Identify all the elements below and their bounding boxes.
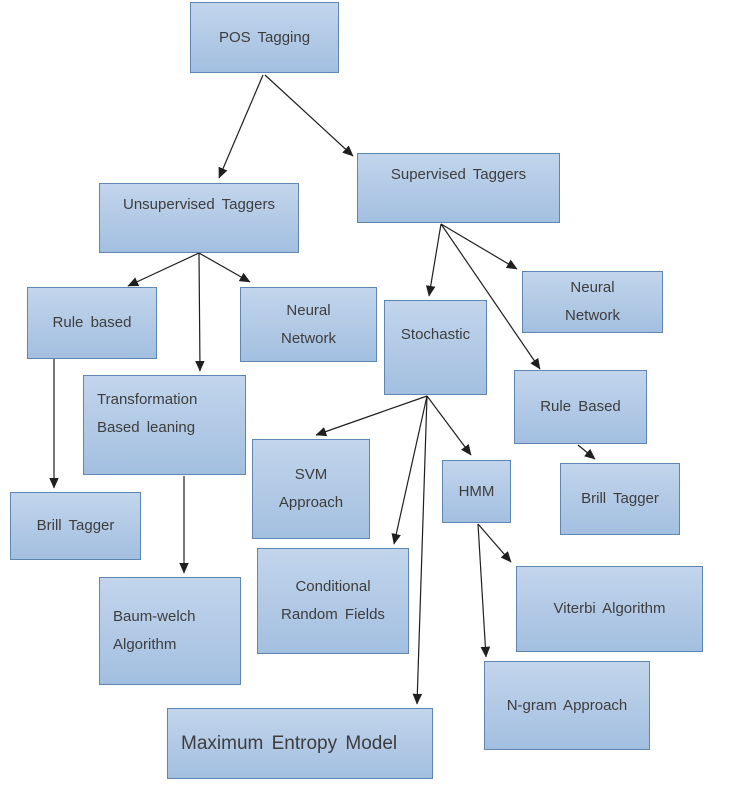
node-hmm: HMM: [442, 460, 511, 523]
node-rule-based-right: Rule Based: [514, 370, 647, 444]
node-maximum-entropy-model: Maximum Entropy Model: [167, 708, 433, 779]
node-supervised-taggers: Supervised Taggers: [357, 153, 560, 223]
node-pos-tagging: POS Tagging: [190, 2, 339, 73]
edge-pos-tagging-to-supervised-taggers: [264, 74, 354, 157]
node-label: N-gram Approach: [506, 696, 628, 714]
node-label: Rule based: [52, 314, 132, 332]
edge-pos-tagging-to-unsupervised-taggers: [218, 74, 264, 179]
node-label: Brill Tagger: [36, 517, 115, 535]
edge-rule-based-right-to-brill-tagger-right: [577, 444, 596, 460]
node-label: Viterbi Algorithm: [553, 600, 666, 618]
edge-supervised-taggers-to-neural-network-right: [440, 223, 518, 270]
node-viterbi-algorithm: Viterbi Algorithm: [516, 566, 703, 652]
edge-stochastic-to-hmm: [426, 395, 472, 456]
node-label: Neural: [570, 279, 615, 297]
node-label: Unsupervised Taggers: [123, 196, 275, 213]
node-rule-based-left: Rule based: [27, 287, 157, 359]
node-label: Based leaning: [97, 418, 196, 436]
node-label: Baum-welch: [113, 608, 196, 626]
edge-stochastic-to-maximum-entropy-model: [412, 395, 428, 705]
node-label: POS Tagging: [218, 28, 311, 46]
edge-stochastic-to-svm-approach: [315, 395, 428, 437]
node-label: Network: [280, 329, 336, 347]
node-label: Random Fields: [281, 606, 385, 623]
node-svm-approach: SVM Approach: [252, 439, 370, 539]
edge-unsupervised-taggers-to-neural-network-left: [198, 252, 251, 283]
node-label: Algorithm: [113, 636, 177, 653]
node-label: Rule Based: [540, 398, 621, 416]
node-n-gram-approach: N-gram Approach: [484, 661, 650, 750]
node-label: HMM: [458, 482, 495, 500]
node-brill-tagger-right: Brill Tagger: [560, 463, 680, 535]
edge-supervised-taggers-to-stochastic: [425, 223, 442, 297]
node-label: Neural: [286, 301, 331, 319]
node-stochastic: Stochastic: [384, 300, 487, 395]
edge-hmm-to-n-gram-approach: [477, 523, 491, 658]
node-label: Brill Tagger: [581, 490, 659, 508]
edge-unsupervised-taggers-to-transformation-based: [195, 252, 205, 372]
node-label: Approach: [278, 494, 344, 511]
node-unsupervised-taggers: Unsupervised Taggers: [99, 183, 299, 253]
node-label: Conditional: [295, 578, 371, 596]
node-label: Maximum Entropy Model: [181, 732, 398, 754]
node-brill-tagger-left: Brill Tagger: [10, 492, 141, 560]
node-label: SVM: [294, 466, 328, 484]
node-label: Transformation: [97, 391, 198, 408]
node-label: Stochastic: [400, 326, 471, 343]
edge-unsupervised-taggers-to-rule-based-left: [127, 252, 200, 287]
node-label: Network: [564, 307, 620, 324]
edge-stochastic-to-conditional-random-fields: [391, 395, 428, 545]
node-label: Supervised Taggers: [390, 166, 527, 183]
edge-hmm-to-viterbi-algorithm: [477, 523, 512, 563]
